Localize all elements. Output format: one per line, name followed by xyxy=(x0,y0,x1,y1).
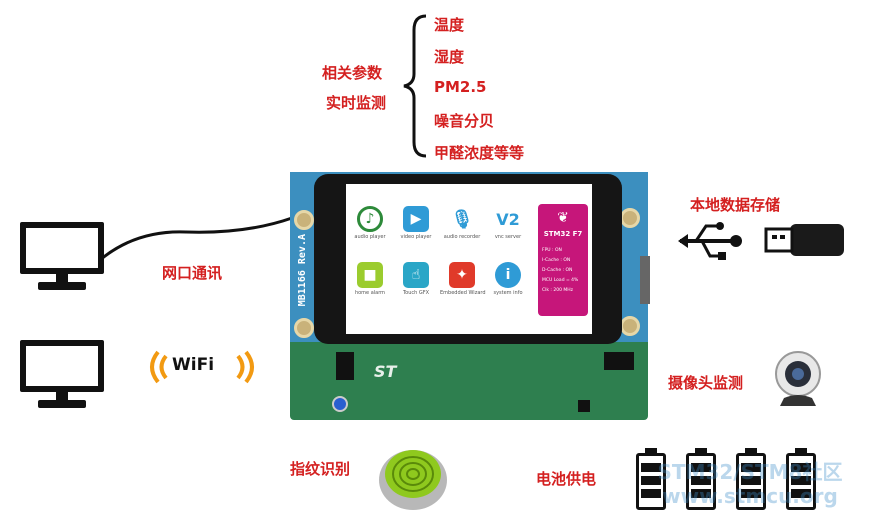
headphones-icon: ♪ xyxy=(357,206,383,232)
microphone-icon: 🎙 xyxy=(449,206,475,232)
app-home-alarm: ■ home alarm xyxy=(348,262,392,296)
app-system-info: i system info xyxy=(486,262,530,296)
side-connector xyxy=(640,256,650,304)
st-panel-line: D-Cache : ON xyxy=(542,268,573,273)
app-label: system info xyxy=(493,290,523,296)
app-vnc-server: V2 vnc server xyxy=(486,206,530,240)
info-icon: i xyxy=(495,262,521,288)
camera-icon: ■ xyxy=(357,262,383,288)
user-button xyxy=(578,400,590,412)
monitoring-item-humidity: 湿度 xyxy=(434,48,465,66)
app-label: Embedded Wizard xyxy=(440,290,486,296)
wizard-icon: ✦ xyxy=(449,262,475,288)
usb-icon xyxy=(678,222,742,260)
storage-label: 本地数据存储 xyxy=(690,196,781,214)
battery-icon xyxy=(636,448,666,510)
camera-label: 摄像头监测 xyxy=(668,374,744,392)
video-icon: ▶ xyxy=(403,206,429,232)
battery-label: 电池供电 xyxy=(536,470,597,488)
app-label: audio recorder xyxy=(443,234,481,240)
app-label: video player xyxy=(400,234,432,240)
network-cable xyxy=(99,216,293,262)
touch-icon: ☝ xyxy=(403,262,429,288)
monitoring-item-noise: 噪音分贝 xyxy=(434,112,495,130)
board-silkscreen: MB1166 Rev.A xyxy=(297,234,308,307)
app-embedded-wizard: ✦ Embedded Wizard xyxy=(440,262,486,296)
st-panel-line: Clk : 200 MHz xyxy=(542,288,574,293)
st-panel-line: MCU Load = 4% xyxy=(542,278,579,283)
monitoring-item-formaldehyde: 甲醛浓度等等 xyxy=(434,144,525,162)
monitoring-item-temperature: 温度 xyxy=(434,16,465,34)
app-label: home alarm xyxy=(354,290,386,296)
st-panel-line: FPU : ON xyxy=(542,248,562,253)
monitoring-item-pm25: PM2.5 xyxy=(434,78,487,96)
mount-hole xyxy=(620,208,640,228)
app-label: Touch GFX xyxy=(402,290,430,296)
watermark: STM32/STM8社区 www.stmcu.org xyxy=(657,460,843,508)
header-connector xyxy=(336,352,354,380)
reset-button xyxy=(332,396,348,412)
app-audio-player: ♪ audio player xyxy=(348,206,392,240)
app-label: audio player xyxy=(354,234,386,240)
app-touch-gfx: ☝ Touch GFX xyxy=(394,262,438,296)
battery-icon xyxy=(786,448,816,510)
mount-hole xyxy=(294,210,314,230)
webcam-icon xyxy=(775,351,821,406)
usb-drive-icon xyxy=(764,224,844,256)
wifi-label: WiFi xyxy=(172,355,215,375)
butterfly-icon: ❦ xyxy=(557,210,569,226)
mount-hole xyxy=(620,316,640,336)
st-logo: ST xyxy=(374,362,397,381)
battery-icon xyxy=(686,448,716,510)
vnc-icon: V2 xyxy=(495,206,521,232)
fingerprint-sensor-icon xyxy=(379,450,447,510)
network-label: 网口通讯 xyxy=(162,264,223,282)
brace-icon xyxy=(403,14,427,158)
camera-connector xyxy=(604,352,634,370)
battery-icon xyxy=(736,448,766,510)
fingerprint-label: 指纹识别 xyxy=(290,460,351,478)
mount-hole xyxy=(294,318,314,338)
st-panel-title: STM32 F7 xyxy=(543,230,583,238)
stm32-info-panel: ❦ STM32 F7 FPU : ON I-Cache : ON D-Cache… xyxy=(538,204,588,316)
wifi-icon xyxy=(150,350,254,384)
app-video-player: ▶ video player xyxy=(394,206,438,240)
monitoring-label-line2: 实时监测 xyxy=(326,94,387,112)
app-label: vnc server xyxy=(494,234,522,240)
st-panel-line: I-Cache : ON xyxy=(542,258,571,263)
app-audio-recorder: 🎙 audio recorder xyxy=(440,206,484,240)
monitoring-label-line1: 相关参数 xyxy=(322,64,383,82)
